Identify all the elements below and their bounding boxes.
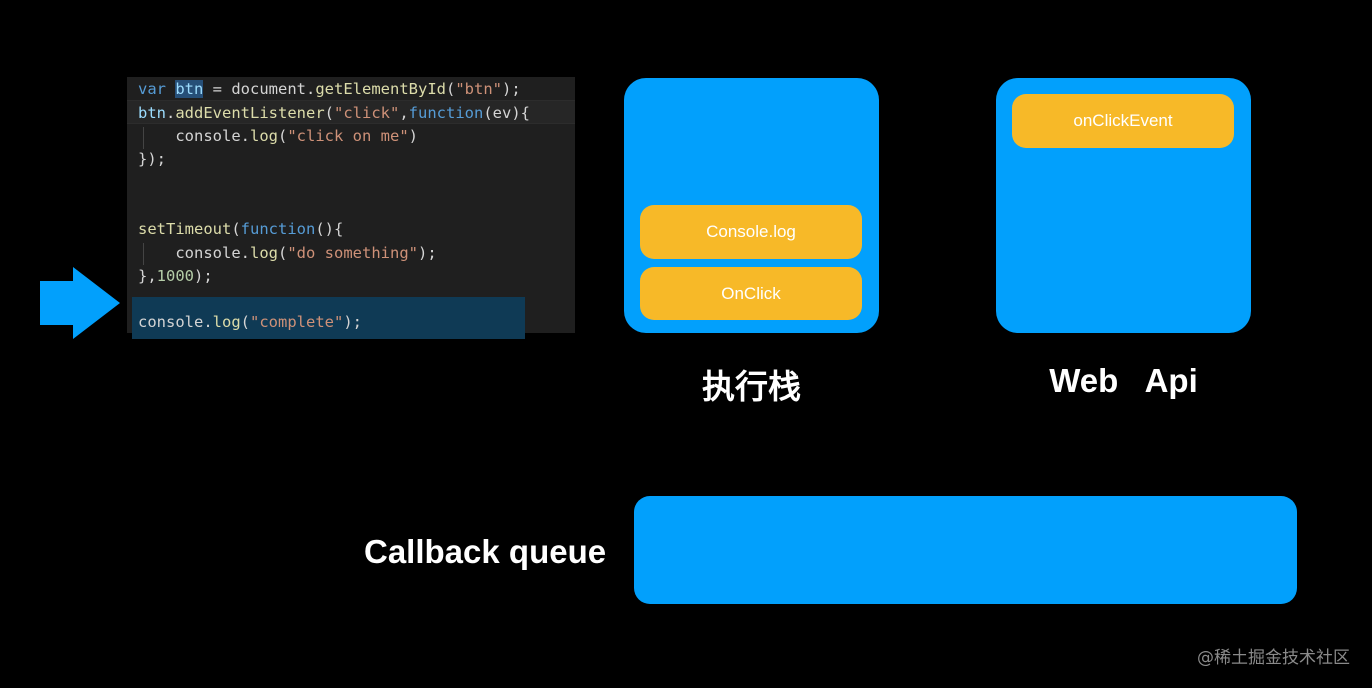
web-api-item-onclickevent: onClickEvent — [1012, 94, 1234, 148]
code-line-6: console.log("do something"); — [175, 244, 437, 262]
code-line-7: },1000); — [138, 267, 213, 285]
code-line-4: }); — [138, 150, 166, 168]
code-line-5: setTimeout(function(){ — [138, 220, 344, 238]
execution-stack-box: Console.log OnClick — [624, 78, 879, 333]
editor-line-highlight — [127, 100, 575, 124]
execution-stack-label: 执行栈 — [702, 368, 801, 405]
stack-item-onclick: OnClick — [640, 267, 862, 320]
web-api-label: Web Api — [1049, 362, 1198, 399]
web-api-box: onClickEvent — [996, 78, 1251, 333]
indent-guide — [143, 127, 144, 149]
code-editor: var btn = document.getElementById("btn")… — [127, 77, 575, 339]
current-execution-line-highlight — [132, 297, 525, 339]
code-line-3: console.log("click on me") — [175, 127, 419, 145]
code-line-2: btn.addEventListener("click",function(ev… — [138, 104, 530, 122]
callback-queue-label: Callback queue — [364, 533, 607, 570]
watermark: @稀土掘金技术社区 — [1197, 648, 1350, 668]
stack-item-console-log: Console.log — [640, 205, 862, 259]
callback-queue-box — [634, 496, 1297, 604]
arrow-right-icon — [40, 267, 120, 339]
code-line-8: console.log("complete"); — [138, 313, 363, 331]
code-line-1: var btn = document.getElementById("btn")… — [138, 80, 521, 98]
indent-guide — [143, 243, 144, 265]
